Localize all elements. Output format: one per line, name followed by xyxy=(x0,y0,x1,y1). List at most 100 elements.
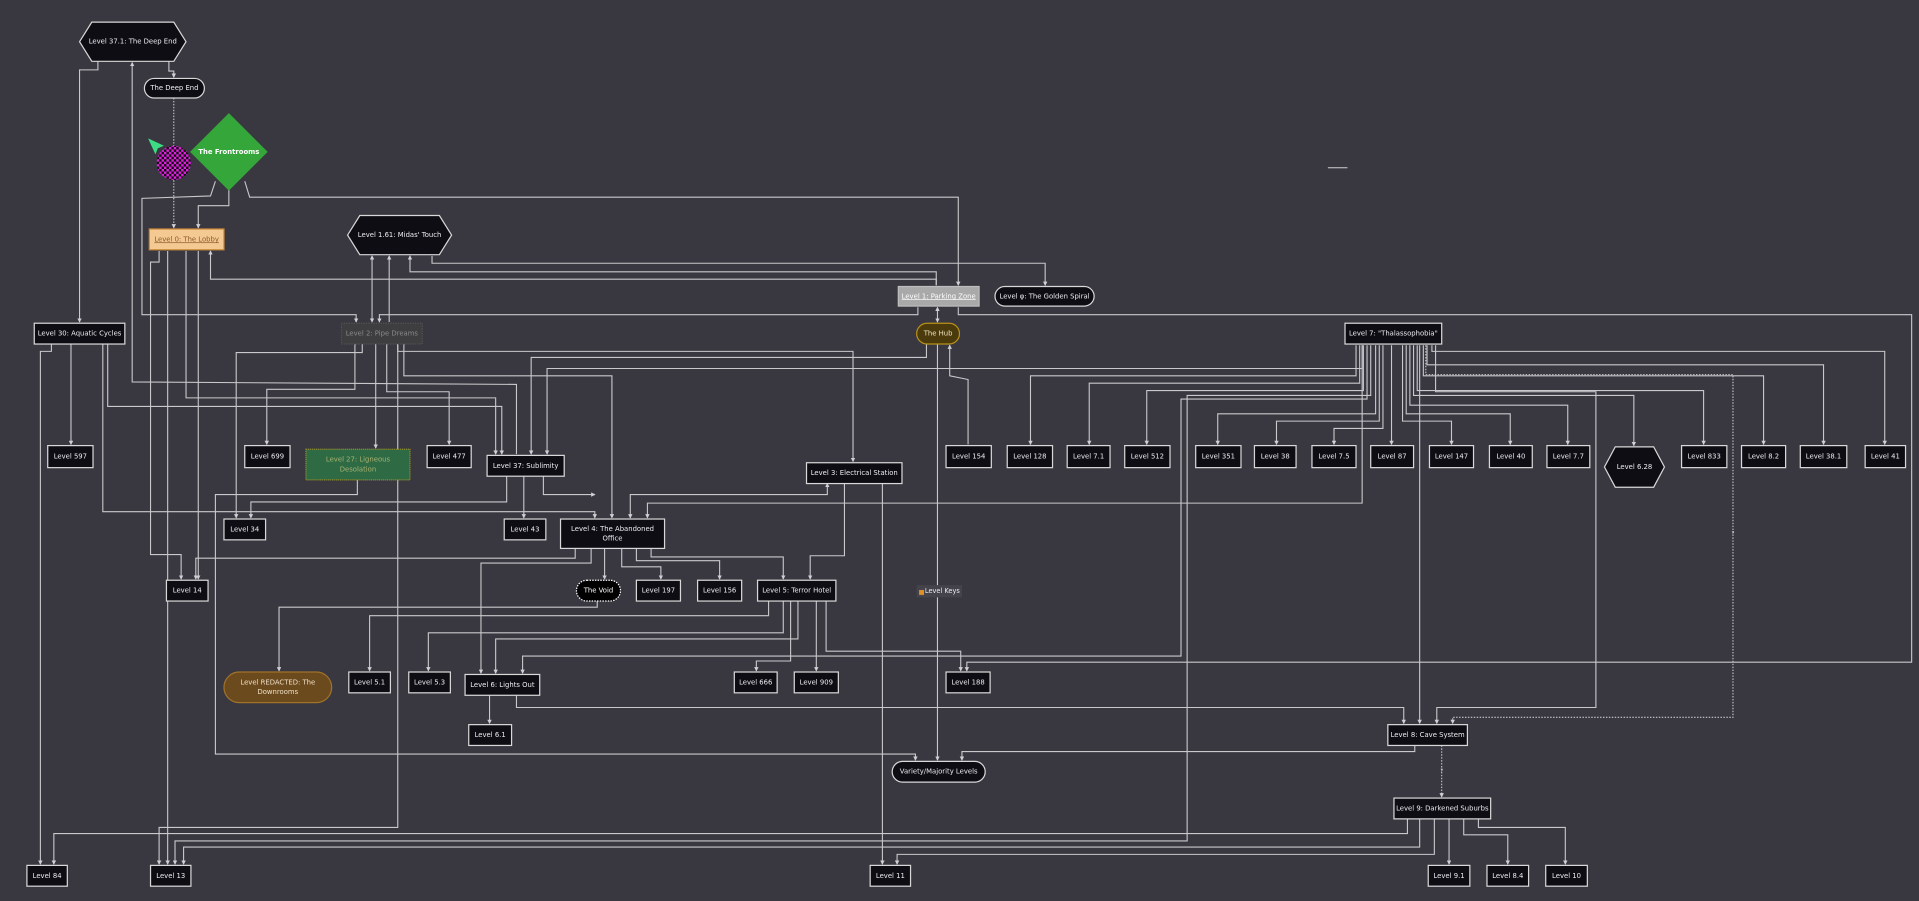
node-l13[interactable]: Level 13 xyxy=(149,864,192,887)
node-aquatic[interactable]: Level 30: Aquatic Cycles xyxy=(33,322,126,345)
node-l156[interactable]: Level 156 xyxy=(696,579,743,602)
node-l41[interactable]: Level 41 xyxy=(1864,444,1907,469)
connector-edge xyxy=(77,61,99,323)
node-l128[interactable]: Level 128 xyxy=(1006,444,1054,469)
node-l38[interactable]: Level 38 xyxy=(1253,444,1297,469)
connector-edge xyxy=(1028,345,1357,446)
node-l909[interactable]: Level 909 xyxy=(793,671,839,694)
connector-edge xyxy=(544,345,1363,455)
node-l628[interactable]: Level 6.28 xyxy=(1603,446,1666,488)
connector-edge xyxy=(478,548,592,674)
node-l6[interactable]: Level 6: Lights Out xyxy=(464,673,541,696)
node-parking[interactable]: Level 1: Parking Zone xyxy=(897,285,980,307)
node-l14[interactable]: Level 14 xyxy=(165,579,209,602)
connector-edge xyxy=(1431,345,1887,446)
node-l477[interactable]: Level 477 xyxy=(426,444,472,469)
node-l11[interactable]: Level 11 xyxy=(869,864,912,887)
node-l71[interactable]: Level 7.1 xyxy=(1066,444,1111,469)
node-l82[interactable]: Level 8.2 xyxy=(1740,444,1787,469)
node-l75[interactable]: Level 7.5 xyxy=(1311,444,1357,469)
node-shape xyxy=(1006,444,1054,469)
node-label: Level 14 xyxy=(173,587,202,595)
node-l147[interactable]: Level 147 xyxy=(1428,444,1475,469)
node-shape xyxy=(916,322,961,345)
connector-edge xyxy=(515,695,1406,725)
node-l197[interactable]: Level 197 xyxy=(635,579,682,602)
connector-edge xyxy=(102,344,597,519)
node-golden[interactable]: Level φ: The Golden Spiral xyxy=(994,285,1095,307)
node-l9[interactable]: Level 9: Darkened Suburbs xyxy=(1393,797,1492,820)
connector-edge xyxy=(650,548,786,580)
node-shape xyxy=(1124,444,1171,469)
node-l8[interactable]: Level 8: Cave System xyxy=(1387,724,1469,747)
node-l77[interactable]: Level 7.7 xyxy=(1546,444,1591,469)
node-shape xyxy=(340,322,423,345)
connector-edge xyxy=(1274,345,1380,446)
node-shape xyxy=(503,518,547,541)
node-variety[interactable]: Variety/Majority Levels xyxy=(891,760,986,783)
node-shape xyxy=(1344,322,1443,345)
node-shape xyxy=(78,21,187,62)
connector-edge xyxy=(407,255,937,286)
node-l154[interactable]: Level 154 xyxy=(945,444,992,469)
node-shape xyxy=(190,113,268,191)
node-l84[interactable]: Level 84 xyxy=(26,864,68,887)
node-void[interactable]: The Void xyxy=(575,579,622,602)
connector-edge xyxy=(38,344,52,865)
node-shape xyxy=(635,579,682,602)
connector-edge xyxy=(1087,345,1361,446)
node-l87[interactable]: Level 87 xyxy=(1370,444,1415,469)
node-l5[interactable]: Level 5: Terror Hotel xyxy=(756,579,837,602)
node-shape xyxy=(223,518,267,541)
node-lobby[interactable]: Level 0: The Lobby xyxy=(148,228,225,251)
connector-edge xyxy=(1477,818,1568,865)
node-pipe[interactable]: Level 2: Pipe Dreams xyxy=(340,322,423,345)
node-label: Level 11 xyxy=(876,872,905,880)
node-l371[interactable]: Level 37.1: The Deep End xyxy=(78,21,187,62)
node-label: Level 351 xyxy=(1202,453,1235,461)
node-deepend[interactable]: The Deep End xyxy=(143,77,205,99)
node-label: Level 128 xyxy=(1013,453,1046,461)
node-l40[interactable]: Level 40 xyxy=(1488,444,1533,469)
level-keys-text: Level Keys xyxy=(925,587,960,595)
checker-ball[interactable] xyxy=(156,145,191,181)
node-shape xyxy=(1488,444,1533,469)
node-label: Level 7.5 xyxy=(1318,453,1349,461)
node-shape xyxy=(143,77,205,99)
node-l61[interactable]: Level 6.1 xyxy=(468,724,513,747)
connector-edge xyxy=(1215,345,1377,446)
connector-edge xyxy=(141,181,359,323)
level-keys-label[interactable]: Level Keys xyxy=(916,585,962,598)
node-l597[interactable]: Level 597 xyxy=(47,444,94,469)
node-label: Level φ: The Golden Spiral xyxy=(1000,292,1090,300)
node-l512[interactable]: Level 512 xyxy=(1124,444,1171,469)
node-l699[interactable]: Level 699 xyxy=(244,444,291,469)
node-l51[interactable]: Level 5.1 xyxy=(348,671,392,694)
node-l351[interactable]: Level 351 xyxy=(1195,444,1242,469)
node-l666[interactable]: Level 666 xyxy=(733,671,778,694)
node-hub[interactable]: The Hub xyxy=(916,322,961,345)
node-label: Level 5.3 xyxy=(414,678,445,686)
connector-edge xyxy=(1422,345,1766,446)
node-label: The Deep End xyxy=(149,84,198,92)
node-midas[interactable]: Level 1.61: Midas' Touch xyxy=(346,214,453,256)
connector-edge xyxy=(185,251,498,455)
node-l833[interactable]: Level 833 xyxy=(1680,444,1728,469)
node-l188[interactable]: Level 188 xyxy=(945,671,991,694)
node-label: Level 37.1: The Deep End xyxy=(89,38,177,46)
node-label: Level 477 xyxy=(432,453,465,461)
node-l53[interactable]: Level 5.3 xyxy=(408,671,451,694)
node-l34[interactable]: Level 34 xyxy=(223,518,267,541)
node-l10[interactable]: Level 10 xyxy=(1545,864,1588,887)
node-frontrooms[interactable]: The Frontrooms xyxy=(190,113,268,191)
node-l381[interactable]: Level 38.1 xyxy=(1799,444,1848,469)
node-l43[interactable]: Level 43 xyxy=(503,518,547,541)
node-thalasso[interactable]: Level 7: "Thalassophobia" xyxy=(1344,322,1443,345)
node-l3[interactable]: Level 3: Electrical Station xyxy=(805,462,903,485)
node-l84b[interactable]: Level 8.4 xyxy=(1486,864,1530,887)
node-l91[interactable]: Level 9.1 xyxy=(1427,864,1471,887)
node-l37[interactable]: Level 37: Sublimity xyxy=(486,454,565,477)
